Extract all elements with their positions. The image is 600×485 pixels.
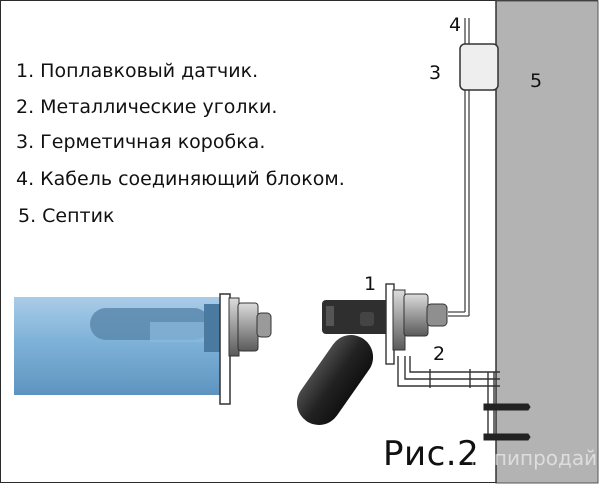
figure-caption: Рис.2	[383, 434, 480, 474]
legend-item-1: 1. Поплавковый датчик.	[16, 60, 259, 82]
callout-2: 2	[433, 343, 446, 365]
legend-item-5: 5. Септик	[18, 205, 115, 227]
metal-brackets	[397, 356, 500, 440]
legend-item-2: 2. Металлические уголки.	[16, 96, 278, 118]
legend-item-4: 4. Кабель соединяющий блоком.	[16, 168, 345, 190]
large-float-sensor	[14, 293, 272, 405]
small-float-sensor	[296, 283, 448, 425]
callout-4: 4	[449, 14, 462, 36]
cable	[448, 18, 470, 317]
legend-item-3: 3. Герметичная коробка.	[16, 131, 266, 153]
hermetic-box	[459, 43, 499, 91]
septic-wall	[495, 0, 599, 484]
wall-anchors	[483, 403, 531, 441]
callout-3: 3	[429, 62, 442, 84]
callout-5: 5	[530, 70, 543, 92]
callout-1: 1	[364, 273, 377, 295]
watermark: купипродай	[470, 446, 598, 470]
